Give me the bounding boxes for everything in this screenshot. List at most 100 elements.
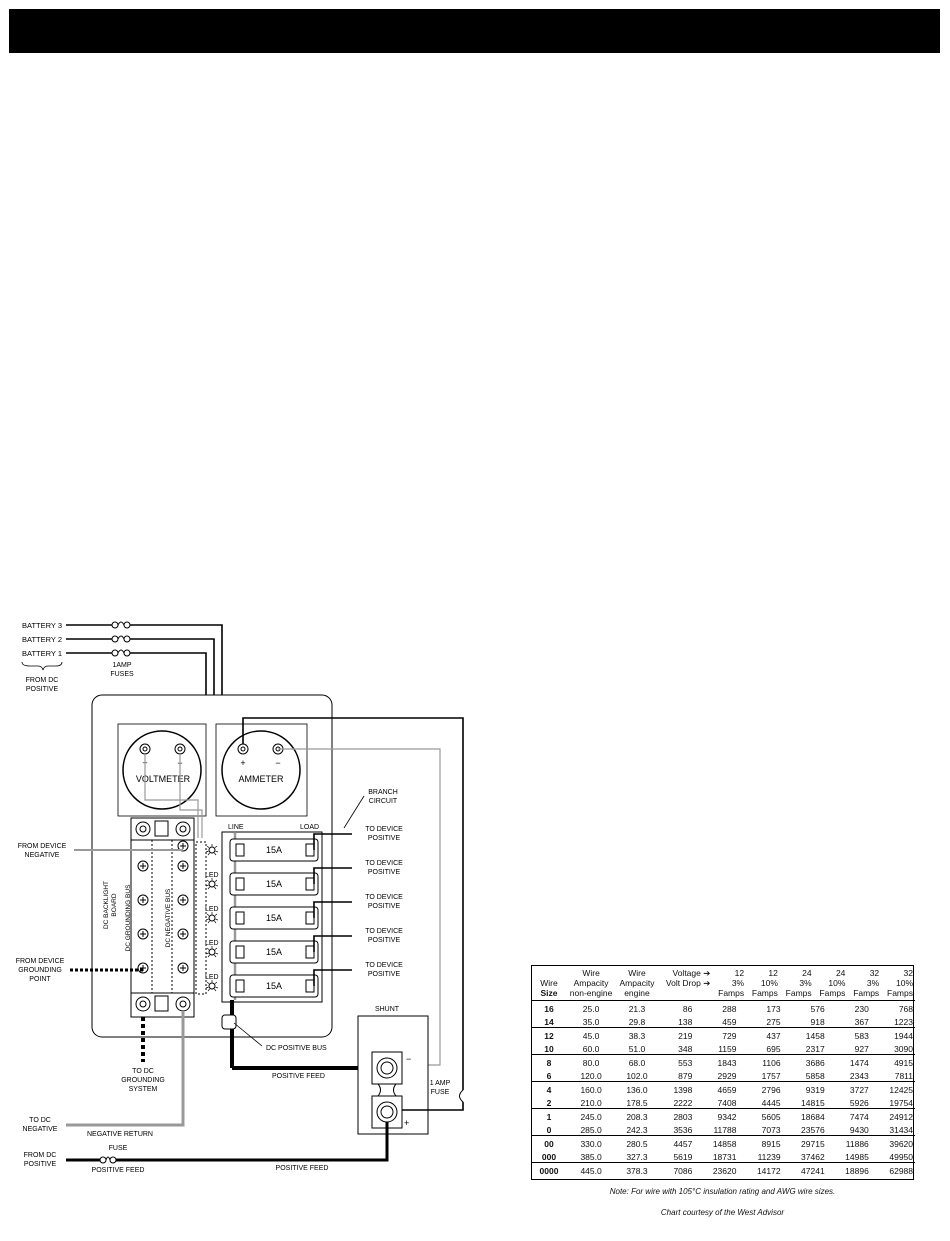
label-to-dc-grounding-2: GROUNDING (121, 1077, 165, 1084)
table-cell: 160.0 (566, 1081, 617, 1098)
table-cell: 1106 (738, 1054, 783, 1071)
table-cell: 695 (766, 1044, 781, 1054)
table-cell: 245.0 (566, 1108, 617, 1125)
table-cell: 45.0 (566, 1027, 617, 1044)
table-cell: 1843 (694, 1054, 739, 1071)
label-to-device-positive: TO DEVICE (365, 826, 403, 833)
label-positive-feed-small: POSITIVE FEED (92, 1167, 145, 1174)
table-cell: 8 (532, 1054, 566, 1071)
table-cell: 367 (854, 1017, 869, 1027)
table-cell: 0000 (532, 1162, 566, 1179)
label-ammeter: AMMETER (239, 774, 285, 784)
table-cell: 7811 (894, 1071, 913, 1081)
table-cell: 10 (544, 1044, 554, 1054)
label-from-device-negative-2: NEGATIVE (25, 852, 60, 859)
table-cell: 51.0 (628, 1044, 646, 1054)
table-cell: 4457 (657, 1135, 695, 1152)
table-cell: 11886 (826, 1135, 871, 1152)
table-cell: 31434 (889, 1125, 913, 1135)
table-cell: 29.8 (628, 1017, 646, 1027)
table-cell: 60.0 (582, 1044, 600, 1054)
table-cell: 330.0 (566, 1135, 617, 1152)
table-cell: 3686 (782, 1054, 827, 1071)
label-to-device-positive-2: POSITIVE (368, 835, 401, 842)
table-cell: 21.3 (616, 1000, 658, 1017)
table-cell: 1398 (657, 1081, 695, 1098)
table-cell: 68.0 (616, 1054, 658, 1071)
table-cell: 208.3 (616, 1108, 658, 1125)
table-cell: 2222 (673, 1098, 693, 1108)
table-cell: 288 (694, 1000, 739, 1017)
table-cell: 378.3 (616, 1162, 658, 1179)
table-cell: 879 (678, 1071, 693, 1081)
table-cell: 437 (738, 1027, 783, 1044)
table-cell: 120.0 (580, 1071, 602, 1081)
table-cell: 5926 (849, 1098, 869, 1108)
table-cell: 14172 (738, 1162, 783, 1179)
label-one-amp-fuse: 1 AMP (430, 1080, 451, 1087)
table-cell: 918 (810, 1017, 825, 1027)
led-icon (205, 844, 219, 856)
table-cell: 138 (678, 1017, 693, 1027)
label-dc-positive-bus: DC POSITIVE BUS (266, 1045, 327, 1052)
label-fuses-1amp-2: FUSES (110, 671, 134, 678)
table-cell: 1223 (894, 1017, 913, 1027)
table-cell: 25.0 (566, 1000, 617, 1017)
table-cell: 19754 (889, 1098, 913, 1108)
label-from-device-grounding: FROM DEVICE (16, 958, 65, 965)
breaker-rating: 15A (266, 845, 282, 855)
table-cell: 24912 (870, 1108, 915, 1125)
label-fuses-1amp: 1AMP (112, 662, 131, 669)
table-cell: 0 (546, 1125, 552, 1135)
table-cell: 2343 (849, 1071, 869, 1081)
label-to-dc-grounding: TO DC (132, 1068, 154, 1075)
table-cell: 3090 (894, 1044, 913, 1054)
table-cell: 1944 (870, 1027, 915, 1044)
table-cell: 16 (532, 1000, 566, 1017)
col-voltage-label: Voltage ➔Volt Drop ➔ (665, 968, 711, 988)
label-dc-grounding-bus: DC GROUNDING BUS (125, 884, 132, 951)
label-positive-feed-lower: POSITIVE FEED (276, 1165, 329, 1172)
voltmeter-dial (122, 730, 202, 810)
table-cell: 7073 (761, 1125, 781, 1135)
led-icon (205, 878, 219, 890)
label-to-device-positive: TO DEVICE (365, 928, 403, 935)
table-cell: 385.0 (580, 1152, 602, 1162)
led-icon (205, 946, 219, 958)
table-cell: 4445 (761, 1098, 781, 1108)
table-cell: 3536 (673, 1125, 693, 1135)
label-from-dc-positive-bottom: FROM DC (24, 1152, 57, 1159)
table-cell: 2929 (717, 1071, 737, 1081)
table-cell: 38.3 (616, 1027, 658, 1044)
table-cell: 7086 (657, 1162, 695, 1179)
table-cell: 14985 (845, 1152, 869, 1162)
table-cell: 47241 (782, 1162, 827, 1179)
table-cell: 3727 (826, 1081, 871, 1098)
label-load: LOAD (300, 824, 319, 831)
table-cell: 14 (544, 1017, 554, 1027)
table-cell: 9319 (782, 1081, 827, 1098)
label-to-device-positive-2: POSITIVE (368, 869, 401, 876)
label-battery-1: BATTERY 1 (22, 649, 62, 658)
label-to-dc-negative: TO DC (29, 1117, 51, 1124)
table-cell: 9430 (849, 1125, 869, 1135)
led-label: LED (205, 906, 219, 913)
table-cell: 1458 (782, 1027, 827, 1044)
table-cell: 2796 (738, 1081, 783, 1098)
label-dc-backlight-board-2: BOARD (111, 893, 118, 916)
table-cell: 7474 (826, 1108, 871, 1125)
